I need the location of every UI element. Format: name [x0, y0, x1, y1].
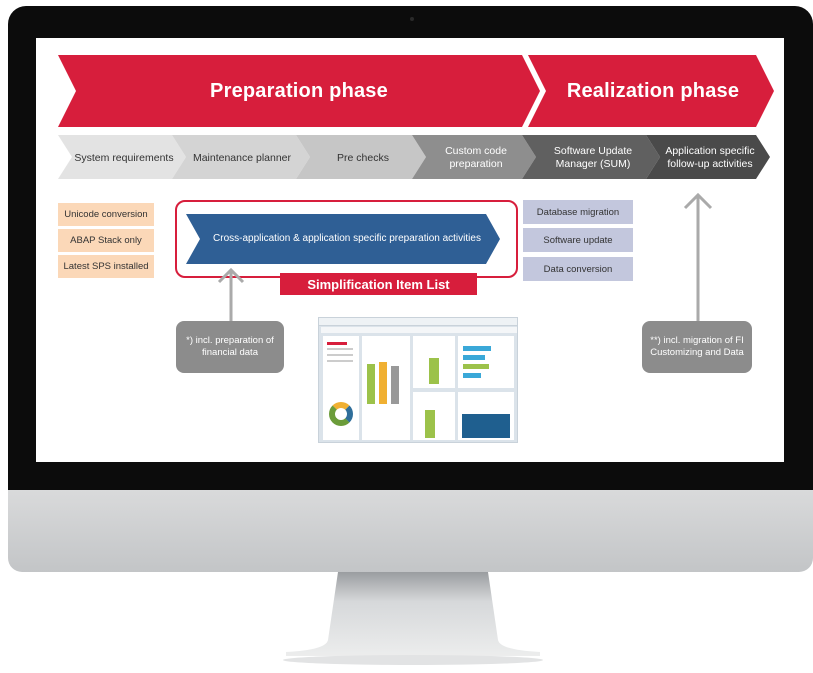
note-financial-data: *) incl. preparation of financial data [176, 321, 284, 373]
step-custom-code-preparation: Custom code preparation [445, 145, 507, 170]
left-up-arrow [217, 267, 245, 328]
center-arrow-shape [186, 214, 500, 264]
box-data-conversion: Data conversion [523, 257, 633, 281]
right-up-arrow [683, 192, 713, 322]
step-chevron-3 [296, 135, 426, 179]
phase-arrows [58, 55, 774, 127]
step-system-requirements: System requirements [74, 151, 174, 164]
screen: Preparation phase Realization phase Syst… [36, 38, 784, 462]
step-application-follow-up: Application specific follow-up activitie… [665, 145, 755, 170]
box-unicode-conversion: Unicode conversion [58, 203, 154, 226]
camera-icon [410, 17, 414, 21]
preparation-phase-arrow [58, 55, 540, 127]
box-abap-stack-only: ABAP Stack only [58, 229, 154, 252]
up-arrows [217, 192, 713, 328]
box-latest-sps: Latest SPS installed [58, 255, 154, 278]
step-maintenance-planner: Maintenance planner [192, 151, 292, 164]
realization-phase-arrow [528, 55, 774, 127]
step-chevron-2 [172, 135, 310, 179]
box-software-update: Software update [523, 228, 633, 252]
step-pre-checks: Pre checks [337, 151, 389, 164]
step-chevrons [58, 135, 770, 179]
step-chevron-5 [522, 135, 660, 179]
note-fi-customizing: **) incl. migration of FI Customizing an… [642, 321, 752, 373]
box-database-migration: Database migration [523, 200, 633, 224]
monitor-chin [8, 490, 813, 572]
step-software-update-manager: Software Update Manager (SUM) [553, 145, 633, 170]
fiori-dashboard-thumbnail [318, 317, 518, 443]
step-chevron-1 [58, 135, 186, 179]
realization-phase-label: Realization phase [566, 79, 740, 102]
step-chevron-4 [412, 135, 536, 179]
step-chevron-6 [646, 135, 770, 179]
center-arrow-label: Cross-application & application specific… [213, 233, 481, 244]
simplification-item-list-label: Simplification Item List [280, 273, 477, 295]
preparation-phase-label: Preparation phase [210, 79, 388, 102]
